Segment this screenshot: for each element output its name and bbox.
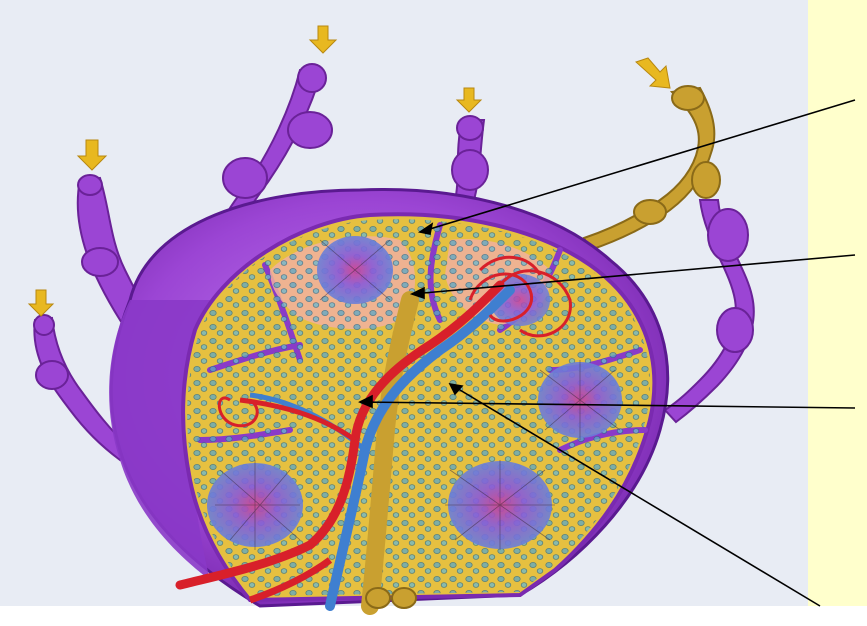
cut-surface [183, 214, 654, 600]
bottom-border [0, 606, 867, 626]
label-panel [808, 0, 867, 606]
